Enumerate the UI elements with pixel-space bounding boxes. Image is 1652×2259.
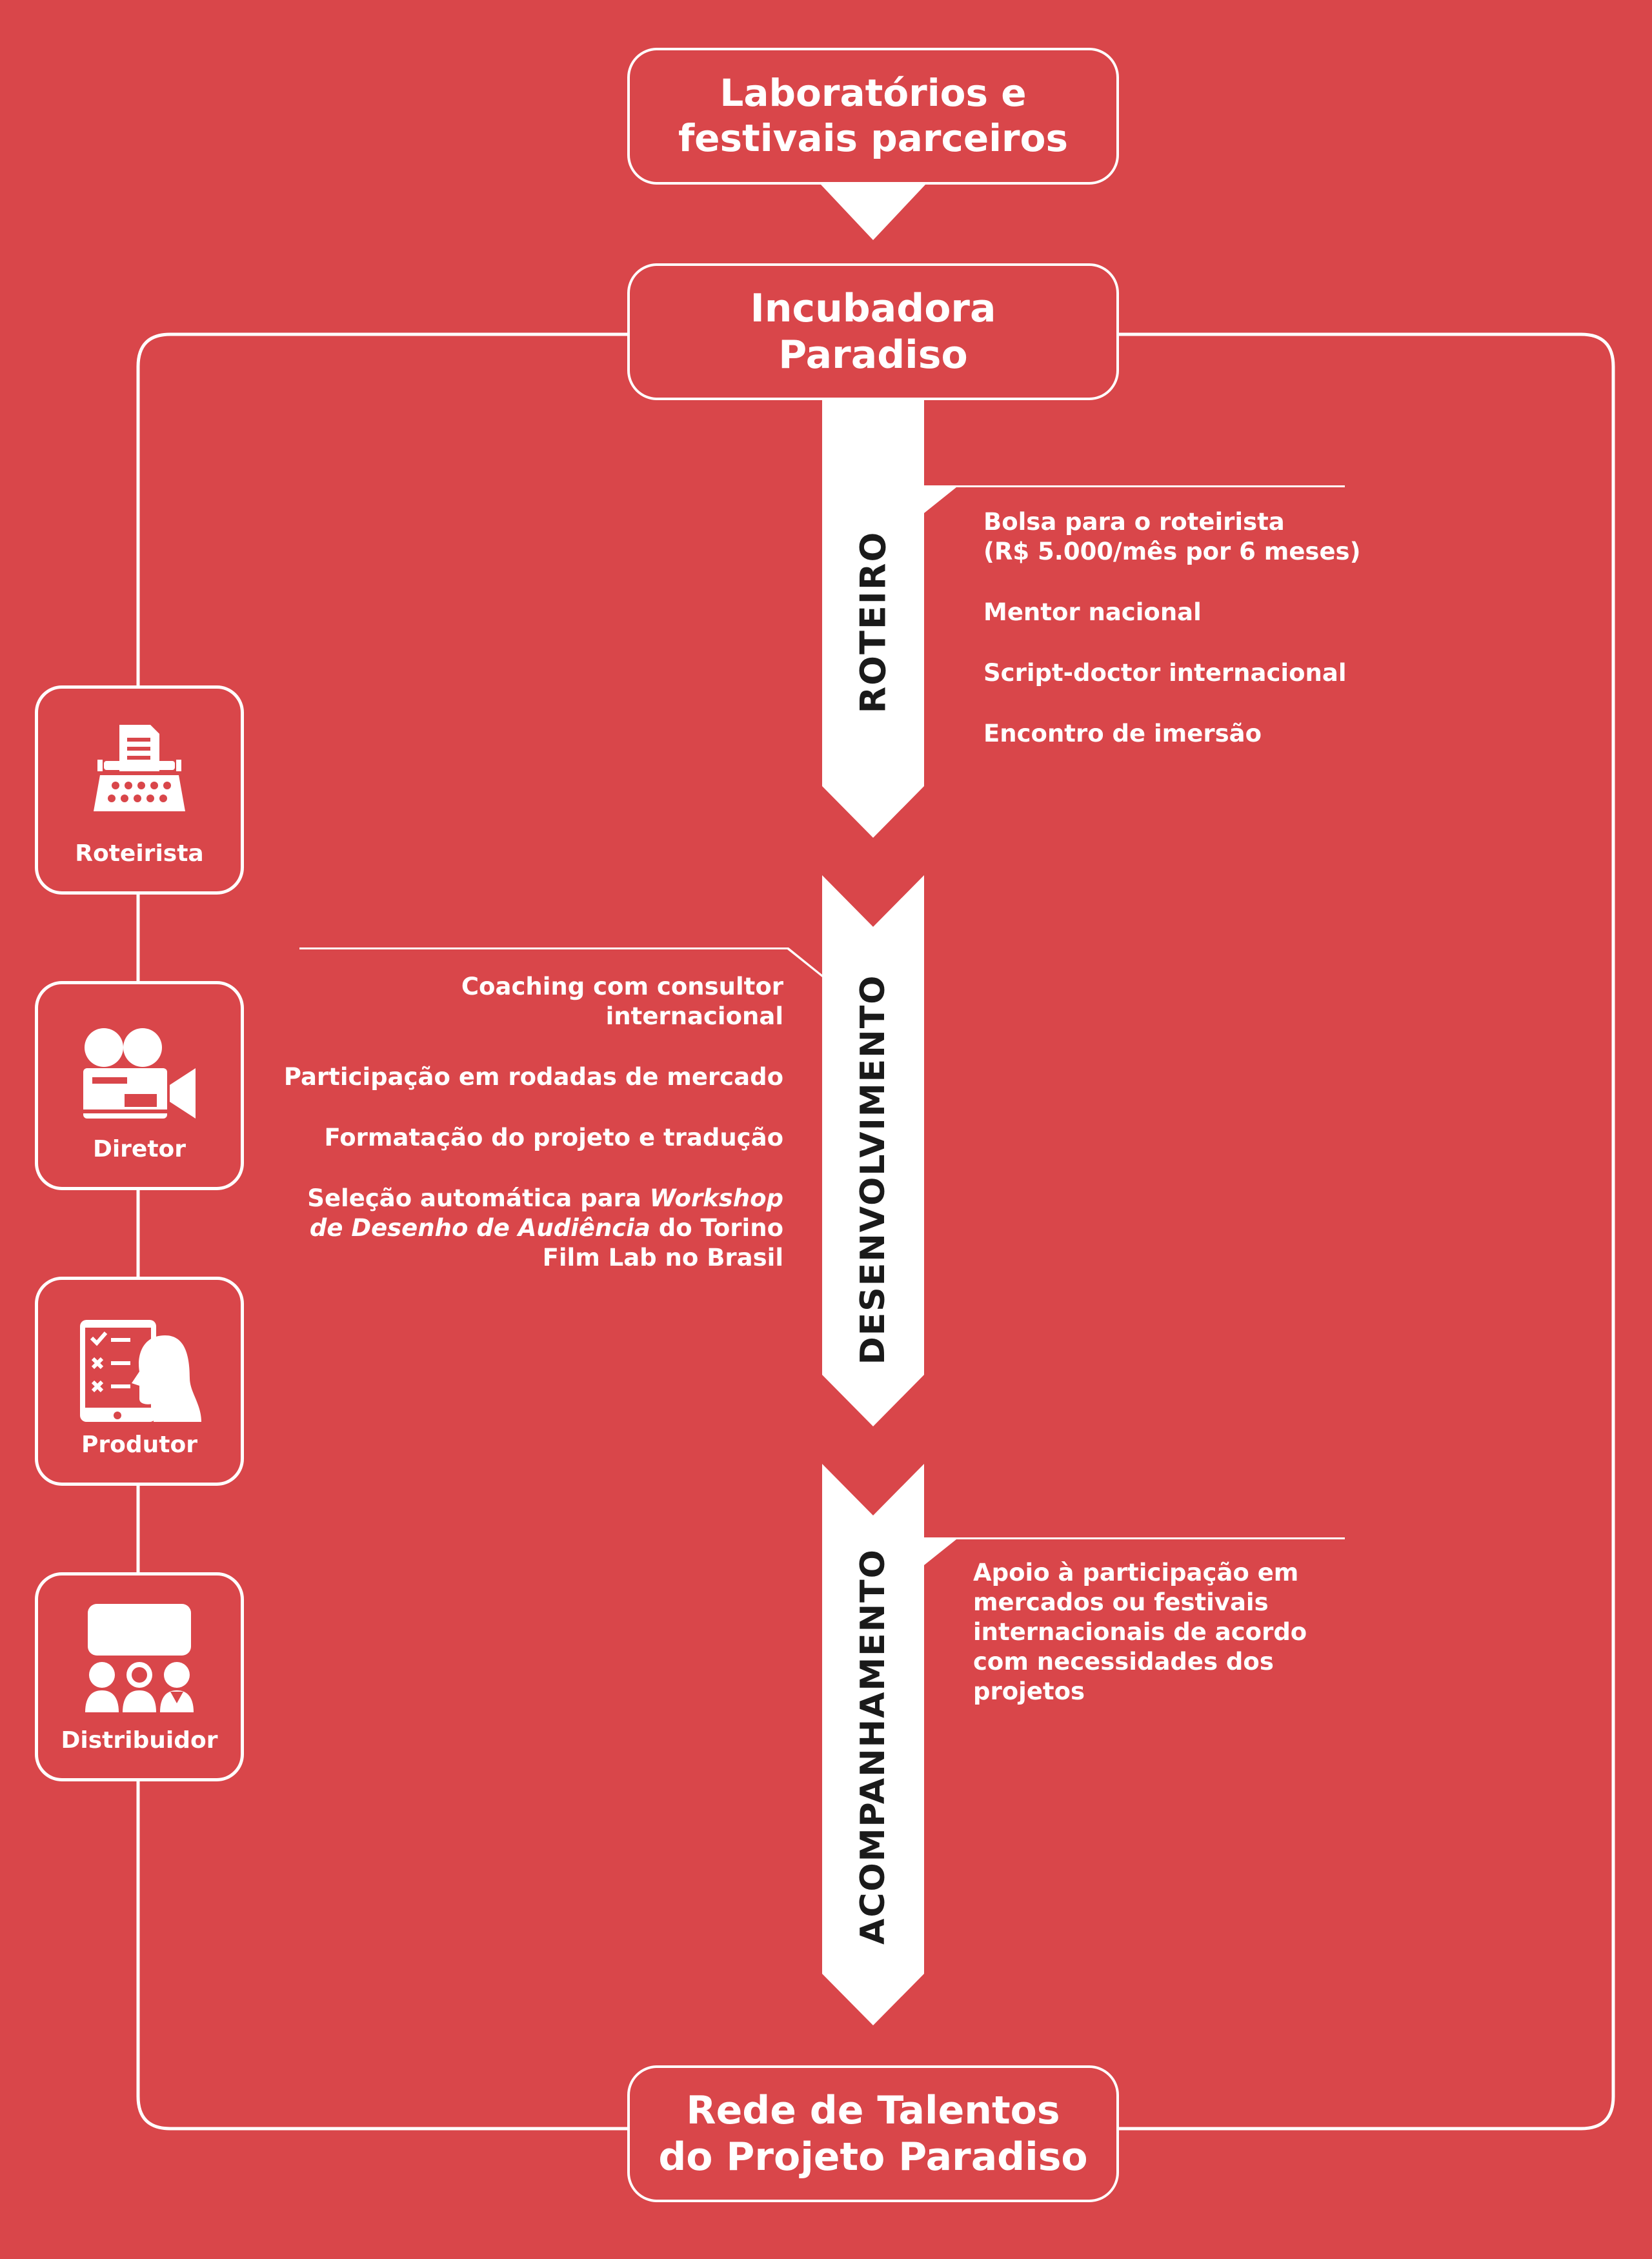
- network-line-2: do Projeto Paradiso: [658, 2134, 1088, 2180]
- role-distribuidor-label: Distribuidor: [61, 1727, 218, 1754]
- desenvolvimento-item-4-b: Workshop: [649, 1184, 783, 1212]
- acompanhamento-arrow: [822, 1464, 924, 2025]
- incubator-line-1: Incubadora: [750, 286, 996, 331]
- role-roteirista-label: Roteirista: [75, 840, 204, 867]
- acompanhamento-line-4: com necessidades dos: [973, 1648, 1274, 1676]
- desenvolvimento-item-4-e: Film Lab no Brasil: [542, 1244, 783, 1271]
- movie-camera-icon: [83, 1028, 196, 1119]
- roteiro-item-4: Encontro de imersão: [983, 720, 1262, 747]
- typewriter-icon: [94, 725, 185, 811]
- role-roteirista: Roteirista: [35, 685, 244, 895]
- stage-acompanhamento: ACOMPANHAMENTO: [854, 1548, 892, 1945]
- roteiro-item-3: Script-doctor internacional: [983, 659, 1347, 687]
- acompanhamento-line-2: mercados ou festivais: [973, 1588, 1269, 1616]
- desenvolvimento-item-4-a: Seleção automática para: [307, 1184, 650, 1212]
- roteiro-info: Bolsa para o roteirista (R$ 5.000/mês po…: [983, 507, 1360, 780]
- role-diretor-label: Diretor: [92, 1136, 186, 1162]
- roteiro-item-1: Bolsa para o roteirista (R$ 5.000/mês po…: [983, 507, 1360, 567]
- network-line-1: Rede de Talentos: [686, 2088, 1060, 2133]
- loop-line-right: [1119, 332, 1615, 2131]
- roteiro-item-1-line-1: Bolsa para o roteirista: [983, 508, 1285, 536]
- partners-line-2: festivais parceiros: [678, 116, 1069, 160]
- desenvolvimento-item-4-d: do Torino: [650, 1214, 783, 1242]
- stage-roteiro: ROTEIRO: [852, 531, 894, 714]
- partners-arrow: [821, 185, 925, 240]
- role-distribuidor: Distribuidor: [35, 1572, 244, 1781]
- acompanhamento-info: Apoio à participação em mercados ou fest…: [973, 1558, 1307, 1707]
- desenvolvimento-item-1: Coaching com consultor internacional: [461, 973, 783, 1030]
- desenvolvimento-item-4-c: de Desenho de Audiência: [309, 1214, 650, 1242]
- desenvolvimento-arrow: [822, 875, 924, 1426]
- roteiro-item-2: Mentor nacional: [983, 598, 1202, 626]
- stage-desenvolvimento: DESENVOLVIMENTO: [854, 974, 892, 1365]
- desenvolvimento-item-4: Seleção automática para Workshop de Dese…: [280, 1184, 783, 1273]
- desenvolvimento-item-2: Participação em rodadas de mercado: [283, 1063, 783, 1091]
- checklist-person-icon: [80, 1320, 201, 1422]
- partners-box: Laboratórios e festivais parceiros: [627, 48, 1119, 185]
- role-produtor-label: Produtor: [81, 1432, 197, 1458]
- partners-line-1: Laboratórios e: [720, 71, 1027, 116]
- network-box: Rede de Talentos do Projeto Paradiso: [627, 2065, 1119, 2202]
- desenvolvimento-info: Coaching com consultor internacional Par…: [280, 972, 783, 1304]
- acompanhamento-line-1: Apoio à participação em: [973, 1559, 1299, 1586]
- acompanhamento-line-5: projetos: [973, 1677, 1085, 1705]
- incubator-box: Incubadora Paradiso: [627, 263, 1119, 400]
- audience-screen-icon: [85, 1604, 194, 1712]
- role-diretor: Diretor: [35, 981, 244, 1190]
- acompanhamento-line-3: internacionais de acordo: [973, 1618, 1307, 1646]
- loop-line: [136, 332, 627, 2131]
- incubator-line-2: Paradiso: [778, 332, 968, 378]
- roteiro-item-1-line-2: (R$ 5.000/mês por 6 meses): [983, 538, 1361, 565]
- roteiro-arrow: [822, 400, 924, 838]
- desenvolvimento-item-3: Formatação do projeto e tradução: [324, 1124, 783, 1151]
- role-produtor: Produtor: [35, 1277, 244, 1486]
